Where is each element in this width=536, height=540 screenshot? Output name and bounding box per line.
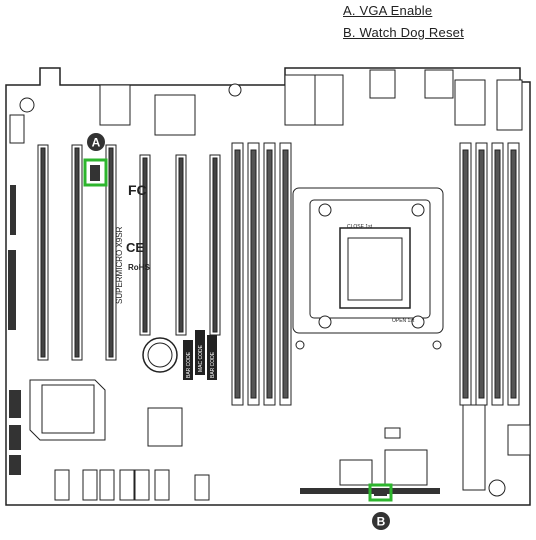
mac-label-3: BAR CODE — [210, 351, 216, 378]
socket-open-label: OPEN 1st — [392, 318, 415, 324]
socket-close-label: CLOSE 1st — [347, 224, 373, 230]
mac-code-labels — [183, 330, 217, 380]
lower-chipset — [29, 379, 428, 486]
brand-text: SUPERMICRO X9SR — [115, 226, 124, 304]
watch-dog-jumper — [374, 489, 387, 496]
cpu-socket — [292, 187, 444, 350]
vga-enable-jumper-highlight — [83, 158, 108, 187]
callout-b — [372, 512, 390, 530]
rear-io-ports — [284, 69, 523, 131]
mac-label-1: BAR CODE — [186, 351, 192, 378]
top-left-components — [9, 83, 242, 144]
mac-label-2: MAC CODE — [198, 344, 204, 372]
fcc-mark: FC — [128, 182, 147, 198]
power-connectors — [462, 404, 531, 497]
legend-watch-dog-reset: B. Watch Dog Reset — [343, 25, 464, 40]
sata-ports — [54, 469, 210, 501]
dimm-slots-right — [459, 142, 520, 406]
left-edge-headers — [8, 185, 21, 475]
watch-dog-jumper-highlight — [368, 483, 393, 502]
ce-mark: CE — [126, 240, 144, 255]
callout-a-label: A — [92, 136, 101, 150]
legend-vga-enable: A. VGA Enable — [343, 3, 433, 18]
vga-enable-jumper — [90, 165, 100, 181]
rohs-mark: RoHS — [128, 263, 150, 272]
dimm-slots-left — [231, 142, 292, 406]
pcie-slots — [37, 144, 221, 361]
callout-a — [87, 133, 105, 151]
callout-b-label: B — [377, 515, 386, 529]
